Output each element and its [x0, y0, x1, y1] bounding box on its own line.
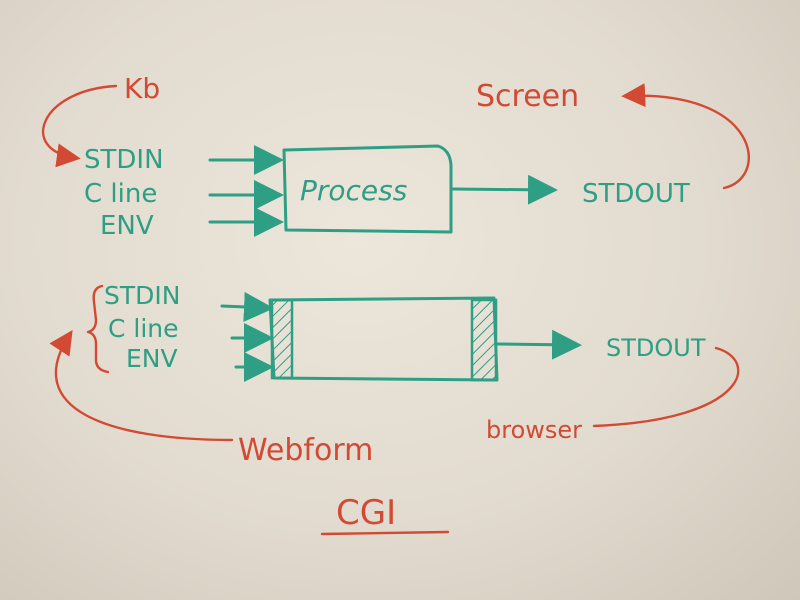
top-output-stdout: STDOUT — [582, 179, 690, 209]
cgi-box-right-hatch — [470, 298, 498, 382]
bottom-input-cline: C line — [108, 314, 179, 343]
top-input-env: ENV — [100, 211, 154, 241]
bottom-input-brace — [86, 284, 110, 374]
bottom-arrow-output — [496, 329, 582, 360]
top-output-target-screen: Screen — [476, 79, 579, 114]
bottom-arrow-stdin — [220, 291, 274, 322]
stdout-to-screen-arrow — [621, 83, 750, 190]
top-arrow-output — [450, 174, 558, 205]
top-input-source-kb: Kb — [124, 72, 160, 105]
process-label: Process — [300, 174, 407, 207]
cgi-box — [268, 296, 499, 382]
bottom-input-stdin: STDIN — [104, 281, 180, 310]
cgi-box-left-hatch — [270, 298, 294, 380]
top-input-cline: C line — [84, 179, 157, 209]
bottom-input-env: ENV — [126, 344, 178, 373]
caption-cgi: CGI — [336, 493, 396, 533]
bottom-input-source-webform: Webform — [238, 433, 373, 468]
bottom-output-stdout: STDOUT — [606, 334, 706, 362]
stdout-to-browser-arrow — [592, 346, 740, 428]
webform-to-inputs-arrow — [49, 329, 234, 442]
process-box — [282, 144, 453, 234]
caption-underline — [320, 530, 450, 536]
top-input-stdin: STDIN — [84, 145, 164, 175]
kb-to-stdin-arrow — [41, 84, 118, 168]
bottom-output-target-browser: browser — [486, 416, 582, 444]
